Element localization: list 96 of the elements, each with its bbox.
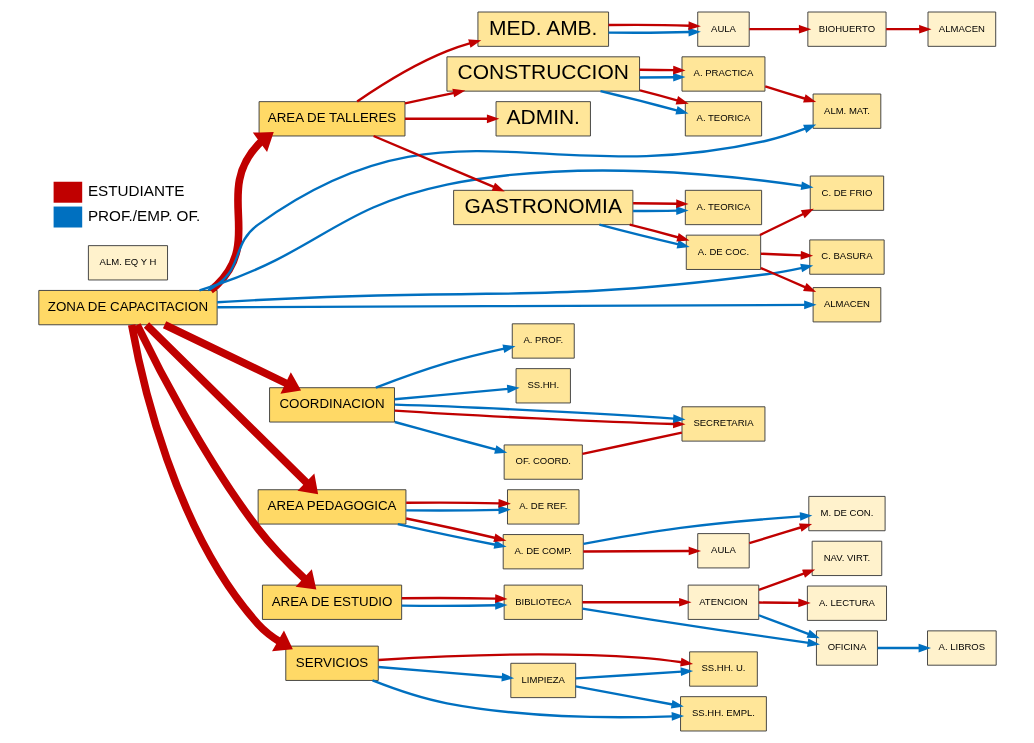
arrow [759,266,816,292]
node-box: ALM. MAT. [812,93,881,129]
node-box: MED. AMB. [476,11,609,47]
node-box: ALMACEN [812,287,881,323]
arrow [356,39,481,103]
arrow [574,685,684,709]
node-box: A. DE COC. [685,234,761,270]
arrow [758,569,815,591]
arrow [207,124,816,292]
node-box: A. TEORICA [684,189,762,226]
node-box: COORDINACION [268,387,395,423]
node-box: A. DE REF. [506,489,579,525]
arrow [394,384,520,401]
node-box: ADMIN. [495,101,591,137]
node-box: GASTRONOMIA [452,189,633,226]
arrow [639,65,686,75]
arrow [377,653,693,667]
legend-label: ESTUDIANTE [87,181,185,199]
arrow [393,420,507,454]
node-box: SS.HH. [515,368,571,404]
arrow [404,88,465,105]
node-box: SECRETARIA [681,406,765,442]
node-box: SS.HH. U. [688,651,758,687]
node-box: BIBLIOTECA [503,584,583,620]
node-box: M. DE CON. [807,495,886,532]
arrow [374,344,515,389]
arrow [216,263,813,304]
arrow [405,505,511,515]
arrow [162,321,301,394]
node-box: BIOHUERTO [806,11,887,47]
arrow [877,643,931,653]
arrow [758,208,814,237]
node-box: ZONA DE CAPACITACION [37,289,218,326]
node-box: LIMPIEZA [509,662,576,699]
arrow [581,597,692,607]
node-box: A. PROF. [511,323,575,359]
arrow [401,594,508,603]
arrow [598,223,690,249]
arrow [758,614,820,639]
arrow [885,24,932,34]
node-box: SS.HH. EMPL. [679,696,767,732]
arrow [760,250,813,260]
arrow [628,223,689,242]
arrow [748,24,811,34]
node-box: AREA PEDAGOGICA [257,489,406,525]
arrow [401,600,508,610]
arrow [405,517,506,542]
node-box: ALM. EQ Y H [87,245,168,281]
arrow [397,522,507,549]
node-box: ATENCION [687,584,759,620]
arrow [394,403,686,423]
arrow [582,512,812,546]
connector [581,431,682,456]
arrow [216,300,817,310]
arrow [405,499,511,508]
arrow [207,132,274,294]
arrow [371,679,684,721]
node-box: AULA [696,533,750,569]
node-box: NAV. VIRT. [811,540,882,577]
arrow [575,667,693,680]
node-box: OF. COORD. [503,444,583,480]
arrow [581,607,820,647]
arrow [599,90,688,115]
arrow [372,134,505,192]
arrow [758,598,811,608]
node-box: AREA DE ESTUDIO [261,584,402,620]
node-box: CONSTRUCCION [445,56,640,92]
node-box: AREA DE TALLERES [258,101,405,137]
arrow [394,409,686,429]
node-box: A. PRACTICA [681,56,765,92]
arrow [608,27,701,37]
node-box: C. BASURA [808,239,885,275]
arrow [608,21,701,31]
node-box: SERVICIOS [284,645,379,681]
node-box: A. LIBROS [926,630,997,666]
arrow [143,322,318,495]
node-box: OFICINA [815,630,878,666]
arrow [404,114,499,124]
node-box: C. DE FRIO [809,175,884,211]
arrow [127,324,293,652]
node-box: A. LECTURA [806,585,887,621]
arrow [632,199,689,208]
node-box: A. TEORICA [684,101,762,137]
node-box: ALMACEN [927,11,996,47]
arrow [198,169,814,292]
legend-label: PROF./EMP. OF. [87,206,200,224]
arrow [639,72,686,82]
arrow [764,85,816,103]
arrow [582,546,701,556]
node-box: AULA [696,11,750,47]
arrow [639,89,689,105]
node-box: A. DE COMP. [502,534,584,570]
arrow [133,323,316,590]
arrow [632,206,689,215]
arrow [377,665,514,682]
arrow [748,523,812,545]
